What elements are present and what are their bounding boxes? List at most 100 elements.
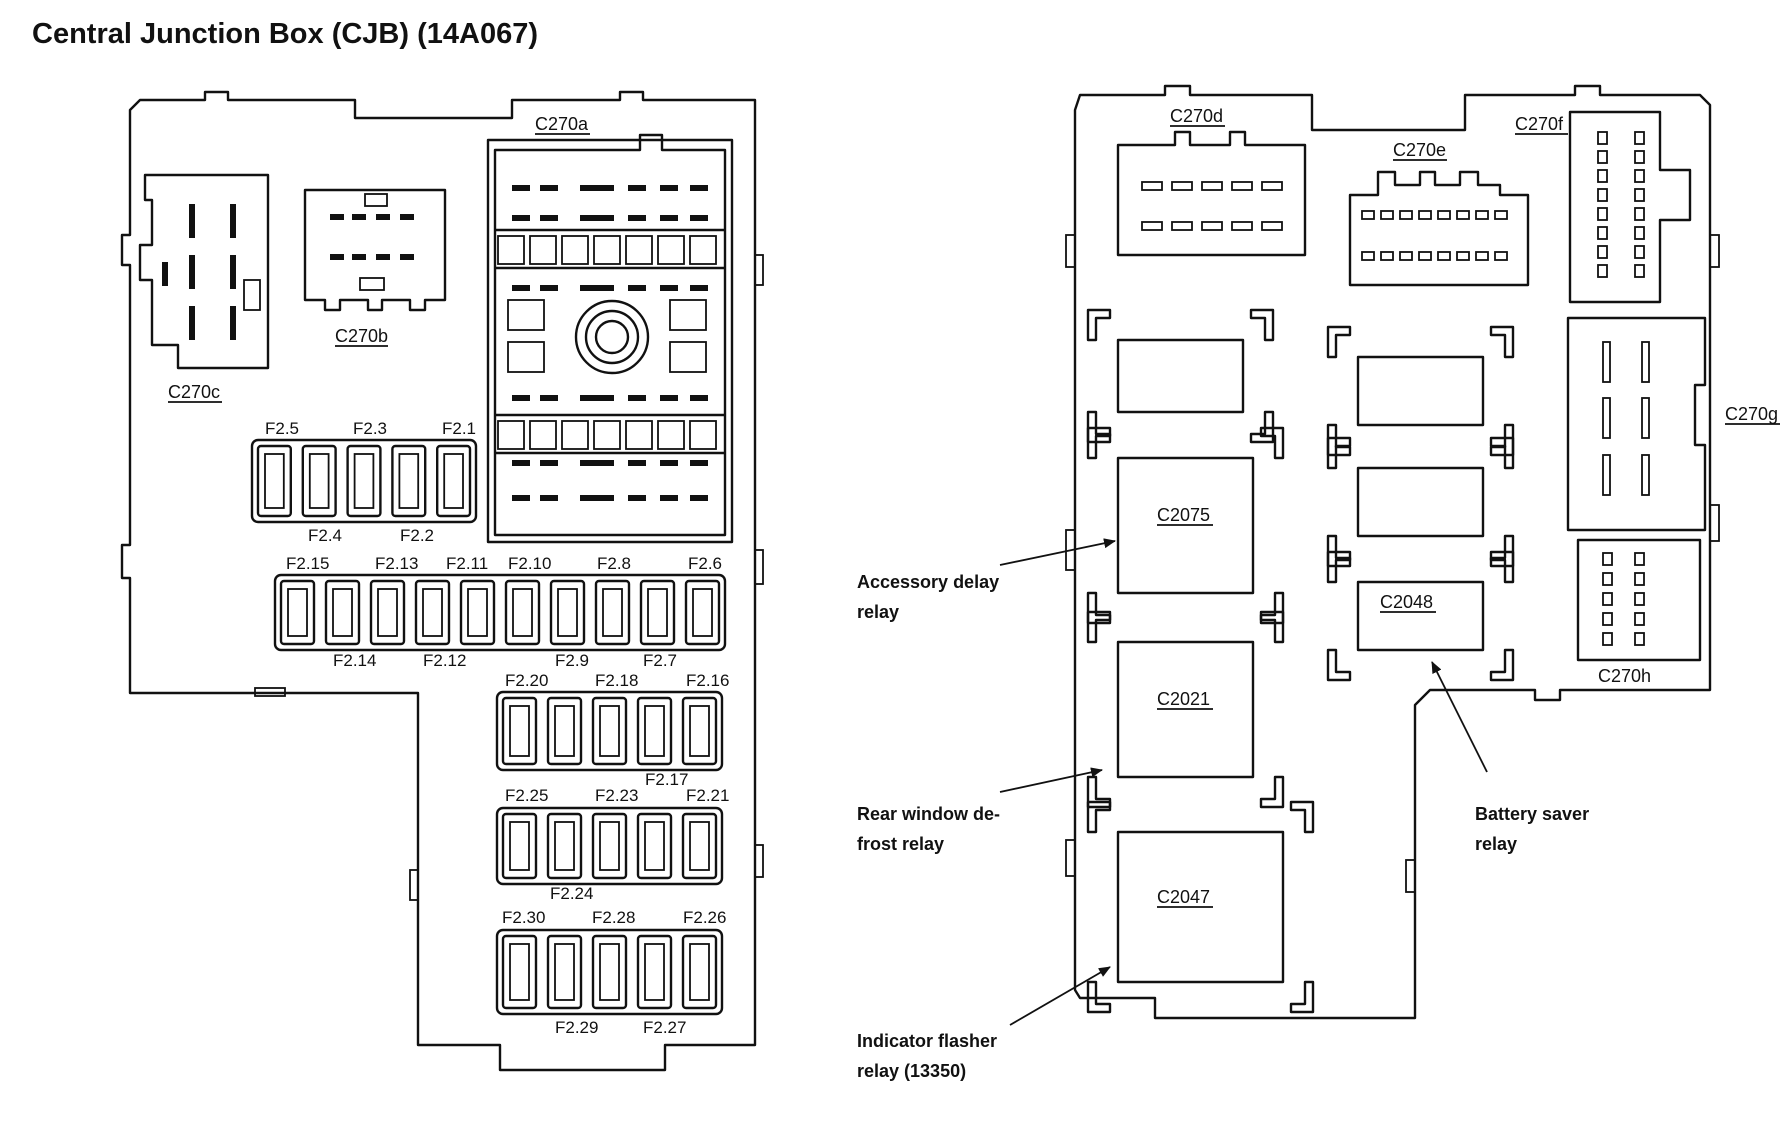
fuse-slot-inner bbox=[599, 943, 620, 1001]
c270a-cavity bbox=[593, 420, 621, 450]
fuse-label: F2.18 bbox=[595, 671, 638, 690]
fuse-label: F2.20 bbox=[505, 671, 548, 690]
fuse-label: F2.26 bbox=[683, 908, 726, 927]
relay-latch bbox=[1086, 800, 1112, 834]
c270a-cavity bbox=[561, 235, 589, 265]
connector-c270b-body bbox=[303, 188, 447, 312]
fuse-slot bbox=[369, 579, 406, 646]
fuse-slot bbox=[546, 696, 583, 766]
c270h-pin bbox=[1602, 552, 1613, 566]
fuse-block bbox=[273, 573, 727, 652]
c270h-pin bbox=[1602, 592, 1613, 606]
c270e-pin bbox=[1494, 210, 1508, 220]
fuse-slot bbox=[591, 934, 628, 1010]
connector-c270a-frame bbox=[486, 138, 734, 544]
c270a-pin bbox=[540, 185, 558, 191]
c270f-pin bbox=[1634, 188, 1645, 202]
label-c2075: C2075 bbox=[1157, 505, 1210, 525]
c270a-pin bbox=[628, 395, 646, 401]
fuse-label: F2.8 bbox=[597, 554, 631, 573]
c270a-pin bbox=[690, 460, 708, 466]
left-housing-outline bbox=[120, 90, 757, 1072]
c270e-pin bbox=[1399, 210, 1413, 220]
fuse-slot-inner bbox=[287, 588, 308, 637]
relay-latch bbox=[1289, 980, 1315, 1014]
relay-latch bbox=[1249, 410, 1275, 444]
connector-c270f-pins bbox=[1597, 131, 1645, 278]
fuse-label: F2.9 bbox=[555, 651, 589, 670]
c270f-pin bbox=[1597, 131, 1608, 145]
c270e-pin bbox=[1399, 251, 1413, 261]
label-c2021: C2021 bbox=[1157, 689, 1210, 709]
fuse-label: F2.27 bbox=[643, 1018, 686, 1037]
c270a-pin bbox=[540, 495, 558, 501]
c270f-pin bbox=[1634, 207, 1645, 221]
relay-socket bbox=[1356, 355, 1485, 427]
label-c270a: C270a bbox=[535, 114, 589, 134]
c270a-pin bbox=[512, 495, 530, 501]
fuse-blocks bbox=[250, 438, 727, 1016]
svg-text:Accessory delay: Accessory delay bbox=[857, 572, 999, 592]
c270a-pin bbox=[540, 285, 558, 291]
c270a-cavity bbox=[669, 299, 707, 331]
relay-latch bbox=[1259, 610, 1285, 644]
c270f-pin bbox=[1597, 207, 1608, 221]
fuse-block bbox=[495, 690, 724, 772]
c270e-pin bbox=[1437, 210, 1451, 220]
fuse-slot-inner bbox=[692, 588, 713, 637]
relay-sockets bbox=[1086, 308, 1515, 1014]
fuse-slot-inner bbox=[509, 943, 530, 1001]
c270h-pin bbox=[1602, 632, 1613, 646]
relay-socket bbox=[1356, 580, 1485, 652]
c270f-pin bbox=[1634, 150, 1645, 164]
c270d-pin bbox=[1171, 181, 1193, 191]
c270f-pin bbox=[1634, 226, 1645, 240]
relay-latch bbox=[1086, 410, 1112, 444]
c270a-pin bbox=[628, 215, 646, 221]
callout-accessory-delay-relay: Accessory delay relay bbox=[857, 538, 1116, 622]
c270a-pin bbox=[660, 215, 678, 221]
fuse-slot bbox=[501, 934, 538, 1010]
c270a-cavity bbox=[529, 235, 557, 265]
relay-latch bbox=[1086, 610, 1112, 644]
c270d-pin bbox=[1231, 221, 1253, 231]
c270d-pin bbox=[1171, 221, 1193, 231]
fuse-slot bbox=[639, 579, 676, 646]
fuse-label: F2.10 bbox=[508, 554, 551, 573]
c270e-pin bbox=[1361, 210, 1375, 220]
fuse-slot-inner bbox=[467, 588, 488, 637]
c270e-pin bbox=[1437, 251, 1451, 261]
fuse-label: F2.28 bbox=[592, 908, 635, 927]
relay-latch bbox=[1326, 436, 1352, 470]
c270a-cavity bbox=[561, 420, 589, 450]
relay-latch bbox=[1086, 308, 1112, 342]
c270a-pin bbox=[512, 285, 530, 291]
fuse-slot-inner bbox=[554, 821, 575, 871]
c270e-pin bbox=[1418, 210, 1432, 220]
c270f-pin bbox=[1597, 188, 1608, 202]
c270a-pin bbox=[690, 495, 708, 501]
c270a-pin bbox=[580, 215, 614, 221]
c270e-pin bbox=[1475, 251, 1489, 261]
c270a-pin bbox=[540, 215, 558, 221]
relay-latch bbox=[1259, 426, 1285, 460]
c270a-pin bbox=[660, 460, 678, 466]
fuse-slot bbox=[436, 444, 472, 518]
c270d-pin bbox=[1141, 221, 1163, 231]
label-c2047: C2047 bbox=[1157, 887, 1210, 907]
fuse-slot bbox=[684, 579, 721, 646]
c270a-cavity bbox=[507, 341, 545, 373]
fuse-label: F2.4 bbox=[308, 526, 342, 545]
fuse-label: F2.21 bbox=[686, 786, 729, 805]
fuse-label: F2.30 bbox=[502, 908, 545, 927]
c270f-pin bbox=[1634, 264, 1645, 278]
connector-c270h-body bbox=[1576, 538, 1702, 662]
fuse-slot bbox=[459, 579, 496, 646]
c270e-pin bbox=[1456, 251, 1470, 261]
relay-latch bbox=[1489, 648, 1515, 682]
c270a-cavity bbox=[657, 420, 685, 450]
c270a-cavity bbox=[507, 299, 545, 331]
housing-tab bbox=[754, 549, 764, 585]
svg-text:relay (13350): relay (13350) bbox=[857, 1061, 966, 1081]
fuse-slot bbox=[501, 696, 538, 766]
